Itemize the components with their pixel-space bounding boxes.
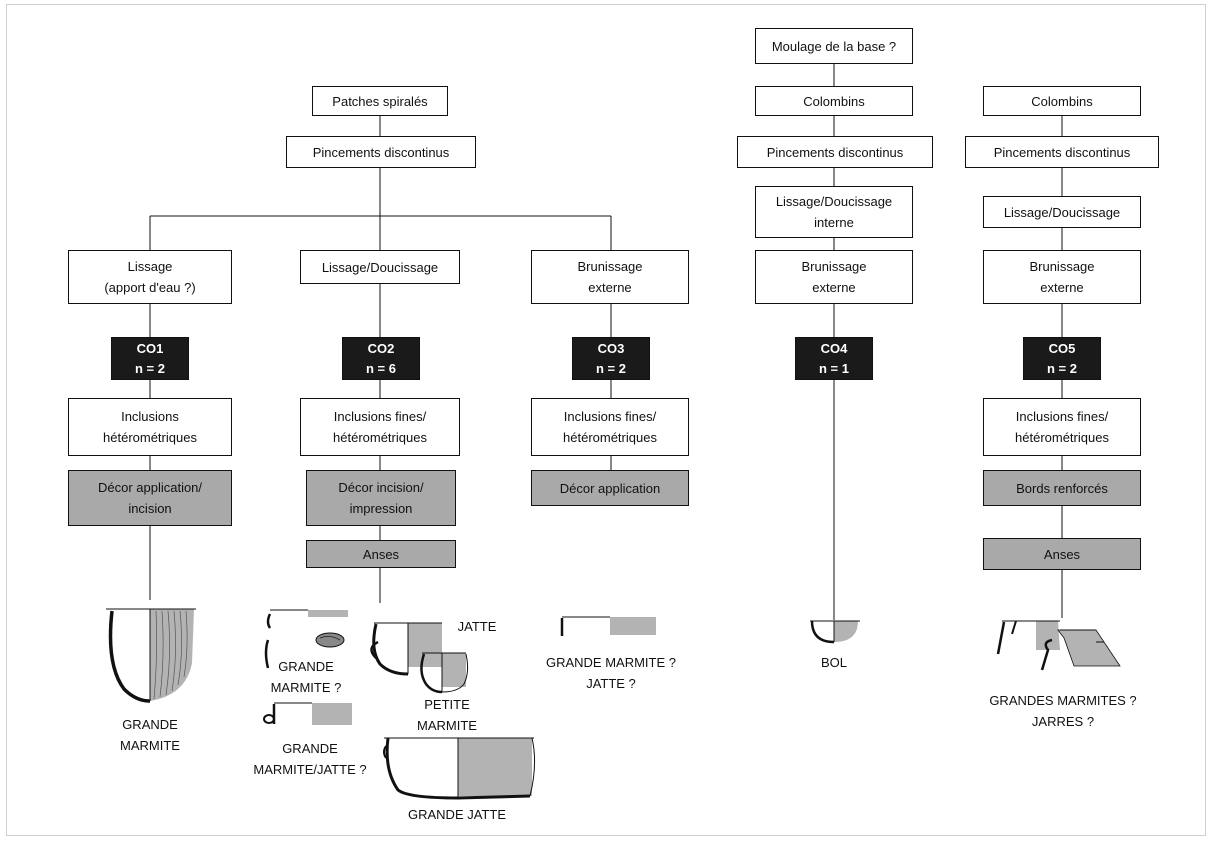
co5-inclusions-box: Inclusions fines/ hétérométriques	[983, 398, 1141, 456]
co1-decor-box: Décor application/ incision	[68, 470, 232, 526]
co2-handles-box: Anses	[306, 540, 456, 568]
figure-frame	[6, 4, 1206, 836]
pot-profile-co2-e	[383, 737, 536, 800]
co1-inclusions-box: Inclusions hétérométriques	[68, 398, 232, 456]
co2-vessel-label-c: PETITE MARMITE	[417, 697, 477, 733]
pot-profile-co2-b	[370, 622, 442, 676]
co5-code-box: CO5 n = 2	[1023, 337, 1101, 380]
co5-decor-box: Bords renforcés	[983, 470, 1141, 506]
co5-lissage-box: Lissage/Doucissage	[983, 196, 1141, 228]
pot-profile-co5	[996, 620, 1121, 671]
co4-brunissage-box: Brunissage externe	[755, 250, 913, 304]
pot-profile-co1	[106, 608, 196, 703]
co4-vessel-label: BOL	[820, 655, 847, 670]
pot-profile-co2-a	[264, 609, 348, 669]
co2-vessel-label-d: GRANDE MARMITE/JATTE ?	[253, 741, 367, 777]
co4-molding-box: Moulage de la base ?	[755, 28, 913, 64]
co5-handles-box: Anses	[983, 538, 1141, 570]
co1-code-box: CO1 n = 2	[111, 337, 189, 380]
co5-colombins-box: Colombins	[983, 86, 1141, 116]
co5-brunissage-box: Brunissage externe	[983, 250, 1141, 304]
co2-inclusions-box: Inclusions fines/ hétérométriques	[300, 398, 460, 456]
pot-profile-co4	[810, 620, 860, 644]
co4-pincements-box: Pincements discontinus	[737, 136, 933, 168]
co2-vessel-label-a: GRANDE MARMITE ?	[270, 659, 342, 695]
co3-finish-box: Brunissage externe	[531, 250, 689, 304]
co3-code-box: CO3 n = 2	[572, 337, 650, 380]
pincements-box: Pincements discontinus	[286, 136, 476, 168]
co5-vessel-label: GRANDES MARMITES ? JARRES ?	[989, 693, 1137, 729]
co5-pincements-box: Pincements discontinus	[965, 136, 1159, 168]
patches-spiral-box: Patches spiralés	[312, 86, 448, 116]
pot-profile-co3	[560, 616, 656, 636]
co4-lissage-box: Lissage/Doucissage interne	[755, 186, 913, 238]
co1-finish-box: Lissage (apport d'eau ?)	[68, 250, 232, 304]
co2-vessel-label-e: GRANDE JATTE	[408, 807, 506, 822]
co3-decor-box: Décor application	[531, 470, 689, 506]
pot-profile-co2-d	[263, 702, 352, 725]
co2-decor-box: Décor incision/ impression	[306, 470, 456, 526]
co1-vessel-label: GRANDE MARMITE	[120, 717, 180, 753]
co2-finish-box: Lissage/Doucissage	[300, 250, 460, 284]
co3-inclusions-box: Inclusions fines/ hétérométriques	[531, 398, 689, 456]
co3-vessel-label: GRANDE MARMITE ? JATTE ?	[545, 655, 676, 691]
co2-code-box: CO2 n = 6	[342, 337, 420, 380]
co2-vessel-label-b: JATTE	[457, 619, 497, 634]
co4-code-box: CO4 n = 1	[795, 337, 873, 380]
pot-profile-co2-c	[420, 652, 469, 694]
co4-colombins-box: Colombins	[755, 86, 913, 116]
